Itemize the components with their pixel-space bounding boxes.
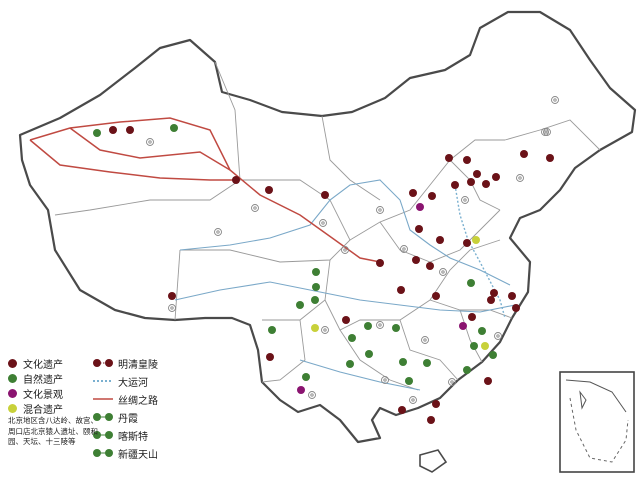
legend-label: 丹霞 bbox=[118, 413, 138, 425]
legend-cultural: 文化遗产 bbox=[8, 356, 63, 371]
map-legend: 文化遗产 自然遗产 文化景观 混合遗产 明清皇陵 大运河 丝绸之路 bbox=[8, 356, 208, 474]
natural-heritage-markers bbox=[93, 124, 497, 385]
legend-grand-canal: 大运河 bbox=[92, 374, 148, 389]
legend-tianshan: 新疆天山 bbox=[92, 446, 158, 461]
legend-danxia: 丹霞 bbox=[92, 410, 138, 425]
linked-dots-natural-icon bbox=[93, 449, 113, 457]
linked-dots-natural-icon bbox=[93, 431, 113, 439]
cultural-landscape-markers bbox=[297, 203, 467, 394]
legend-label: 大运河 bbox=[118, 377, 148, 389]
double-dot-cultural-icon bbox=[93, 359, 113, 367]
legend-label: 丝绸之路 bbox=[118, 395, 158, 407]
red-line-silk-road-icon bbox=[93, 398, 113, 400]
legend-label: 文化景观 bbox=[23, 389, 63, 401]
grand-canal-route bbox=[454, 184, 506, 319]
mixed-heritage-dot-icon bbox=[8, 403, 17, 413]
inset-coast bbox=[565, 379, 627, 413]
legend-karst: 喀斯特 bbox=[92, 428, 148, 443]
legend-label: 文化遗产 bbox=[23, 359, 63, 371]
south-china-sea-inset bbox=[559, 371, 635, 473]
legend-label: 喀斯特 bbox=[118, 431, 148, 443]
province-boundaries bbox=[54, 61, 601, 391]
inset-dashes bbox=[569, 397, 629, 463]
natural-heritage-dot-icon bbox=[8, 373, 17, 383]
legend-label: 混合遗产 bbox=[23, 404, 63, 416]
legend-label: 明清皇陵 bbox=[118, 359, 158, 371]
legend-silk-road: 丝绸之路 bbox=[92, 392, 158, 407]
cultural-heritage-markers bbox=[109, 126, 554, 424]
cultural-heritage-dot-icon bbox=[8, 358, 17, 368]
legend-ming-qing-tombs: 明清皇陵 bbox=[92, 356, 158, 371]
beijing-note: 北京地区含八达岭、故宫、周口店北京猿人遗址、颐和园、天坛、十三陵等 bbox=[8, 416, 98, 446]
silk-road-route bbox=[29, 117, 381, 263]
linked-dots-natural-icon bbox=[93, 413, 113, 421]
mixed-heritage-markers bbox=[311, 236, 489, 350]
hainan-island bbox=[419, 449, 448, 473]
cultural-landscape-dot-icon bbox=[8, 388, 17, 398]
legend-label: 新疆天山 bbox=[118, 449, 158, 461]
legend-landscape: 文化景观 bbox=[8, 386, 63, 401]
legend-label: 自然遗产 bbox=[23, 374, 63, 386]
legend-natural: 自然遗产 bbox=[8, 371, 63, 386]
rivers bbox=[174, 179, 516, 391]
legend-mixed: 混合遗产 bbox=[8, 401, 63, 416]
dotted-line-canal-icon bbox=[93, 380, 113, 382]
city-symbols bbox=[146, 96, 559, 404]
